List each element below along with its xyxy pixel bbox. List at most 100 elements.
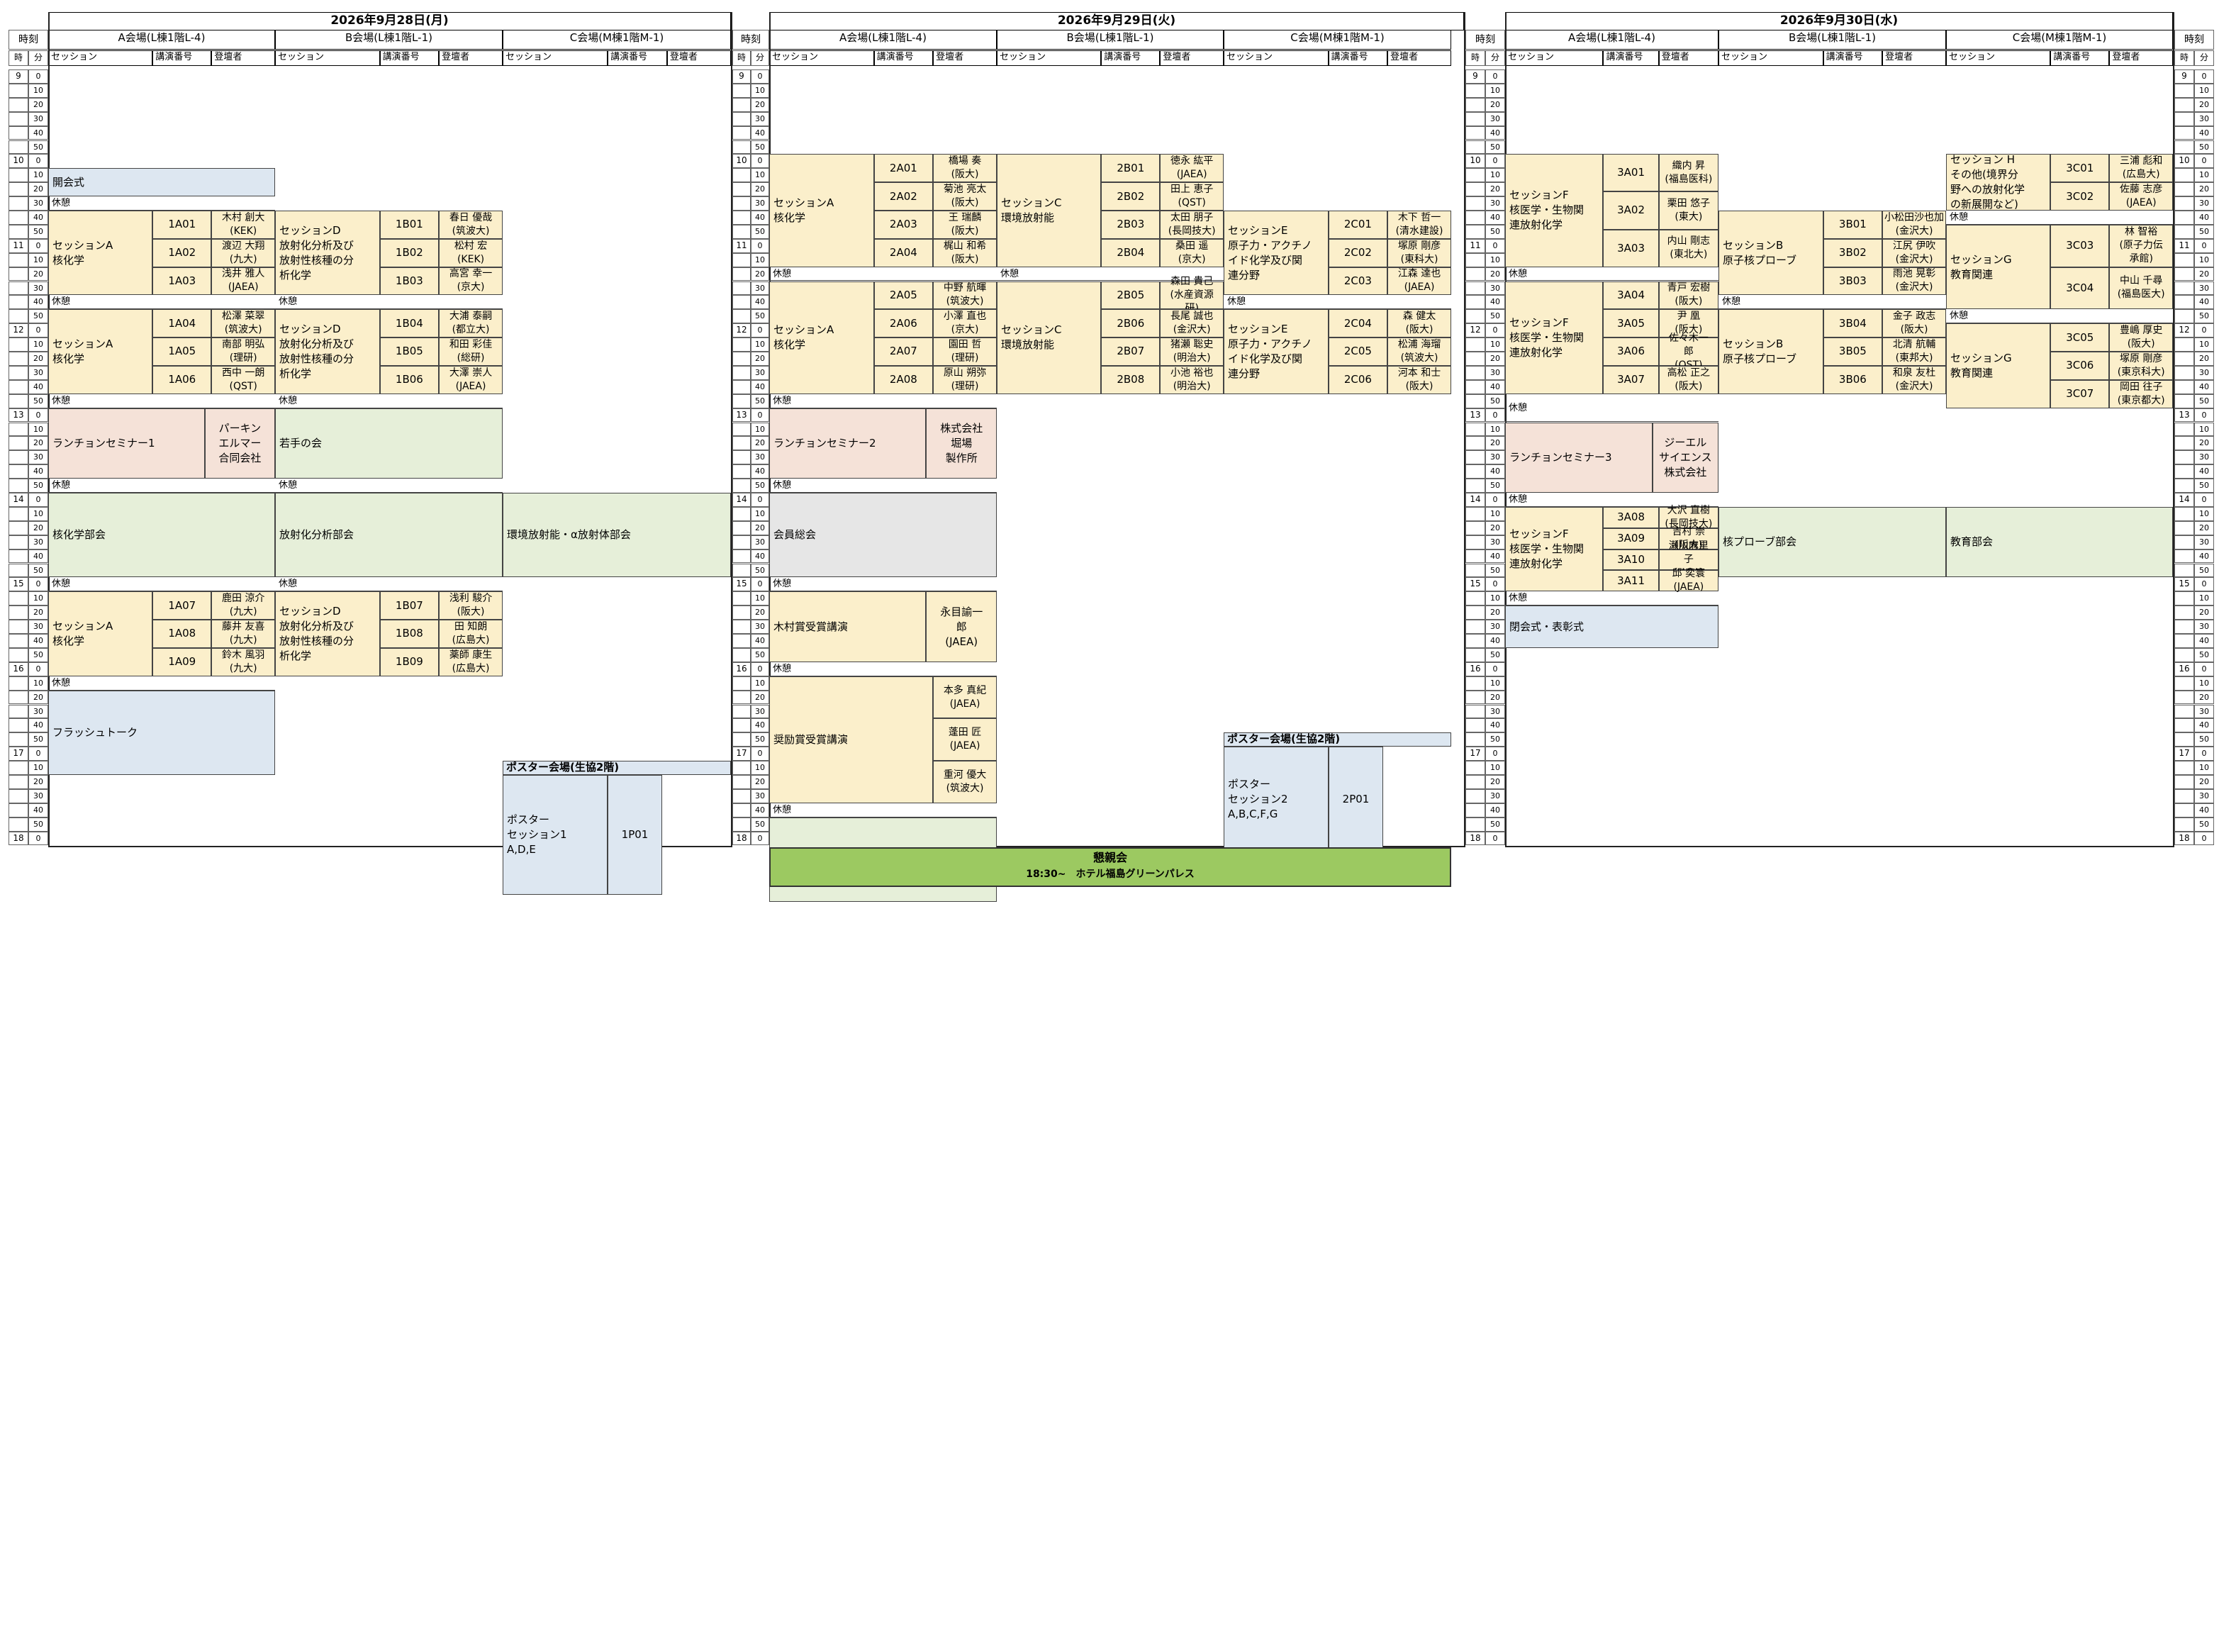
event-block[interactable]: [503, 493, 731, 578]
presenter-cell[interactable]: [1882, 309, 1946, 338]
presenter-cell[interactable]: [1387, 337, 1451, 366]
session-block[interactable]: [275, 309, 380, 394]
presenter-cell[interactable]: [1882, 267, 1946, 296]
presenter-cell[interactable]: [1160, 211, 1224, 239]
presenter-cell[interactable]: [1387, 309, 1451, 338]
presenter-cell[interactable]: [439, 211, 503, 239]
session-block[interactable]: [769, 281, 874, 394]
event-block[interactable]: [1946, 506, 2173, 578]
presenter-cell[interactable]: [1387, 211, 1451, 239]
presenter-cell[interactable]: [933, 676, 997, 719]
presenter-cell[interactable]: [211, 647, 275, 676]
presenter-cell[interactable]: [2109, 154, 2173, 183]
presenter-cell[interactable]: [1658, 528, 1718, 549]
presenter-cell[interactable]: [439, 365, 503, 394]
poster-session-block[interactable]: [503, 775, 608, 895]
event-block[interactable]: [48, 493, 275, 578]
session-block[interactable]: [1718, 211, 1823, 296]
presenter-cell[interactable]: [1658, 281, 1718, 310]
event-block[interactable]: [275, 408, 503, 479]
presenter-cell[interactable]: [1387, 267, 1451, 296]
presenter-cell[interactable]: [933, 365, 997, 394]
event-block[interactable]: [769, 591, 927, 662]
presenter-cell[interactable]: [439, 267, 503, 296]
presenter-cell[interactable]: [1658, 191, 1718, 230]
session-block[interactable]: [1505, 154, 1604, 267]
session-block[interactable]: [1224, 211, 1329, 296]
presenter-cell[interactable]: [439, 647, 503, 676]
presenter-cell[interactable]: [1882, 211, 1946, 239]
presenter-cell[interactable]: [933, 211, 997, 239]
presenter-cell[interactable]: [1882, 238, 1946, 267]
presenter-cell[interactable]: [933, 309, 997, 338]
presenter-cell[interactable]: [1160, 309, 1224, 338]
presenter-cell[interactable]: [2109, 323, 2173, 352]
presenter-cell[interactable]: [211, 238, 275, 267]
presenter-cell[interactable]: [211, 620, 275, 648]
presenter-cell[interactable]: [439, 238, 503, 267]
event-block[interactable]: [1718, 506, 1946, 578]
event-block[interactable]: [48, 690, 275, 775]
presenter-cell[interactable]: [933, 718, 997, 761]
presenter-cell[interactable]: [1658, 229, 1718, 267]
session-block[interactable]: [48, 309, 153, 394]
event-block[interactable]: [1505, 422, 1653, 493]
presenter-cell[interactable]: [211, 267, 275, 296]
poster-session-block[interactable]: [1224, 747, 1329, 853]
presenter-cell[interactable]: [1387, 238, 1451, 267]
presenter-cell[interactable]: [1160, 281, 1224, 310]
presenter-cell[interactable]: [1160, 154, 1224, 183]
session-block[interactable]: [769, 154, 874, 267]
presenter-cell[interactable]: [439, 309, 503, 338]
presenter-cell[interactable]: [211, 211, 275, 239]
presenter-cell[interactable]: [1658, 506, 1718, 528]
presenter-cell[interactable]: [1882, 337, 1946, 366]
session-block[interactable]: [275, 591, 380, 676]
session-block[interactable]: [769, 676, 934, 803]
presenter-cell[interactable]: [933, 761, 997, 803]
session-block[interactable]: [1505, 281, 1604, 394]
session-block[interactable]: [1505, 506, 1604, 592]
presenter-cell[interactable]: [2109, 267, 2173, 310]
presenter-cell[interactable]: [933, 238, 997, 267]
presenter-cell[interactable]: [933, 154, 997, 183]
presenter-cell[interactable]: [1658, 309, 1718, 338]
presenter-cell[interactable]: [1160, 337, 1224, 366]
presenter-cell[interactable]: [1387, 365, 1451, 394]
presenter-cell[interactable]: [2109, 352, 2173, 380]
session-block[interactable]: [997, 281, 1102, 394]
session-block[interactable]: [1946, 154, 2051, 211]
presenter-cell[interactable]: [211, 365, 275, 394]
presenter-cell[interactable]: [211, 337, 275, 366]
session-block[interactable]: [1946, 224, 2051, 310]
presenter-cell[interactable]: [2109, 379, 2173, 408]
event-block[interactable]: [769, 493, 997, 578]
presenter-cell[interactable]: [933, 337, 997, 366]
presenter-cell[interactable]: [439, 337, 503, 366]
banquet-bar[interactable]: [769, 847, 1451, 887]
session-block[interactable]: [275, 211, 380, 296]
presenter-cell[interactable]: [1658, 570, 1718, 592]
session-block[interactable]: [48, 591, 153, 676]
session-block[interactable]: [48, 211, 153, 296]
event-block[interactable]: [1505, 605, 1718, 648]
event-block[interactable]: [769, 408, 927, 479]
presenter-cell[interactable]: [1658, 365, 1718, 394]
presenter-cell[interactable]: [1160, 238, 1224, 267]
presenter-cell[interactable]: [1658, 154, 1718, 192]
presenter-cell[interactable]: [1160, 365, 1224, 394]
presenter-cell[interactable]: [439, 591, 503, 620]
presenter-cell[interactable]: [1160, 182, 1224, 211]
session-block[interactable]: [1946, 323, 2051, 408]
presenter-cell[interactable]: [2109, 224, 2173, 267]
presenter-cell[interactable]: [933, 281, 997, 310]
presenter-cell[interactable]: [1658, 549, 1718, 571]
presenter-cell[interactable]: [1658, 337, 1718, 366]
presenter-cell[interactable]: [211, 591, 275, 620]
presenter-cell[interactable]: [2109, 182, 2173, 211]
presenter-cell[interactable]: [439, 620, 503, 648]
event-block[interactable]: [48, 168, 275, 197]
event-block[interactable]: [48, 408, 205, 479]
session-block[interactable]: [1224, 309, 1329, 394]
presenter-cell[interactable]: [933, 182, 997, 211]
